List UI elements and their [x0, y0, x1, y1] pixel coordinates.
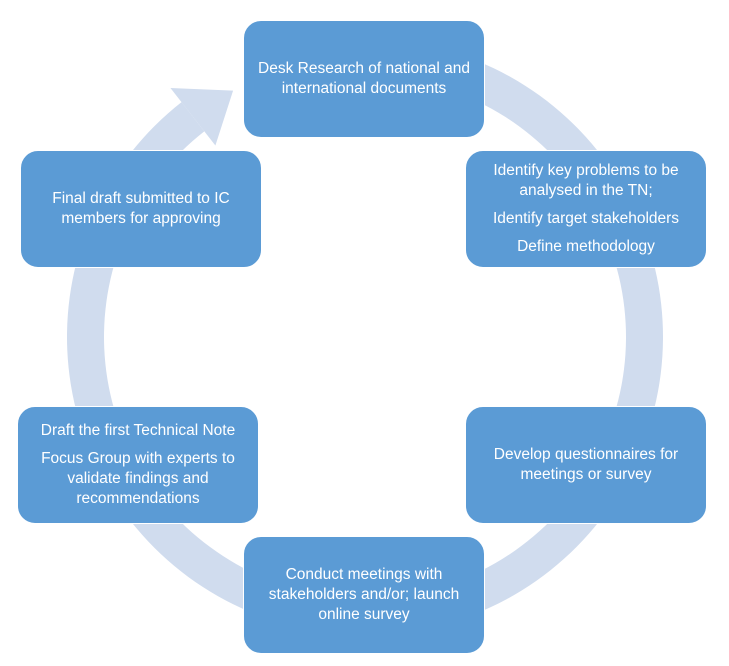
cycle-arrowhead-icon	[170, 87, 234, 146]
step-text: Conduct meetings with stakeholders and/o…	[268, 566, 460, 623]
step-identify-problems: Identify key problems to be analysed in …	[465, 150, 707, 268]
step-final-draft: Final draft submitted to IC members for …	[20, 150, 262, 268]
step-conduct-meetings: Conduct meetings with stakeholders and/o…	[243, 536, 485, 654]
step-text: Desk Research of national and internatio…	[258, 60, 470, 97]
step-text: Draft the first Technical Note	[40, 422, 236, 439]
step-desk-research: Desk Research of national and internatio…	[243, 20, 485, 138]
step-text: Focus Group with experts to validate fin…	[41, 450, 235, 507]
step-text: Identify target stakeholders	[492, 210, 680, 227]
step-text: Define methodology	[517, 238, 655, 255]
step-draft-note: Draft the first Technical Note Focus Gro…	[17, 406, 259, 524]
step-text: Final draft submitted to IC members for …	[52, 190, 230, 227]
step-develop-questionnaires: Develop questionnaires for meetings or s…	[465, 406, 707, 524]
step-text: Develop questionnaires for meetings or s…	[493, 446, 679, 483]
step-text: Identify key problems to be analysed in …	[493, 162, 679, 199]
